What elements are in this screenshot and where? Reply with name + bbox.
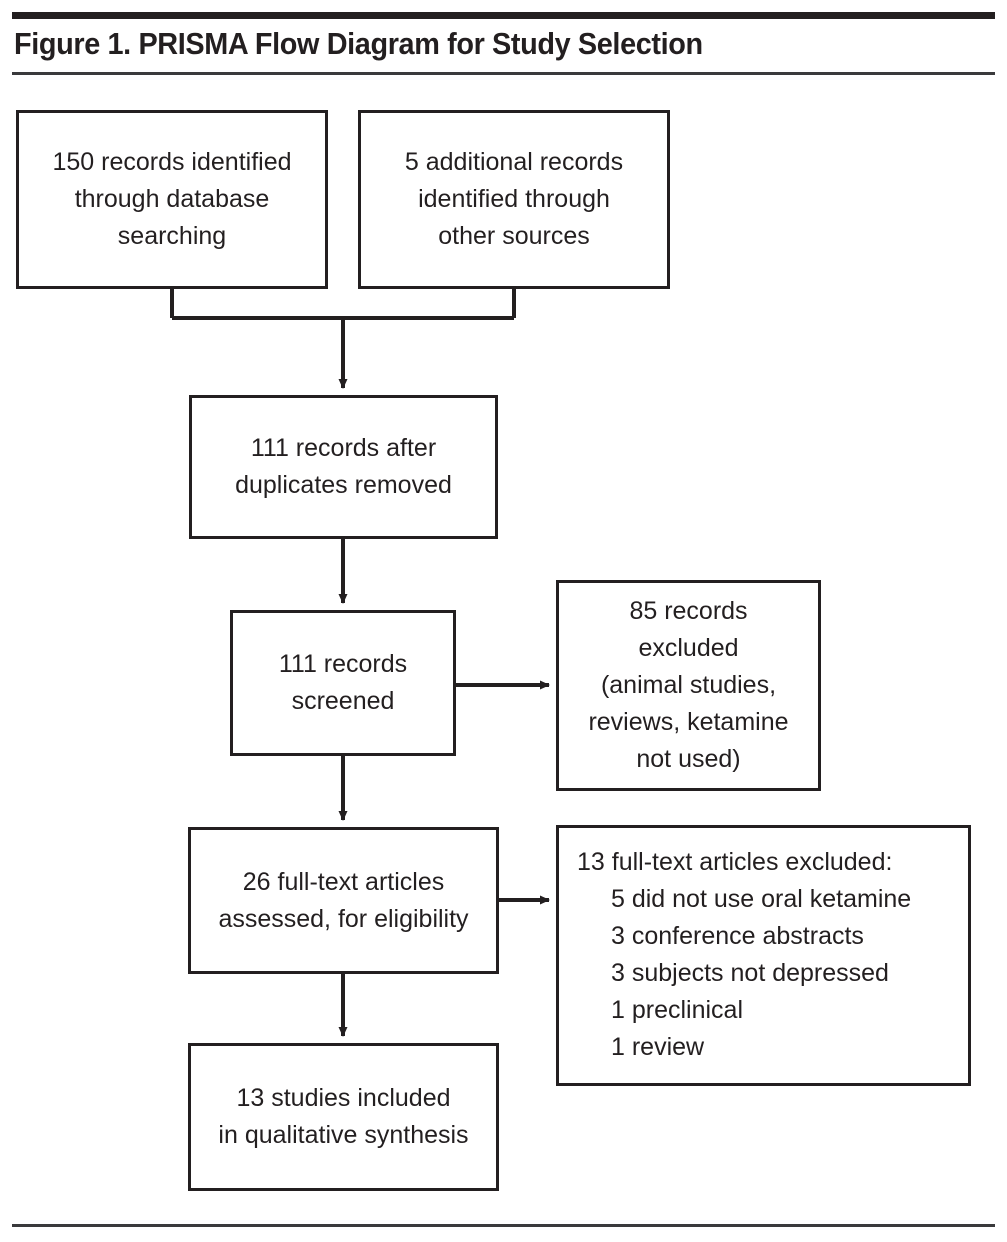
node-records-excluded: 85 records excluded (animal studies, rev… [556,580,821,791]
node-fulltext-articles-excluded: 13 full-text articles excluded: 5 did no… [556,825,971,1086]
fulltext-excluded-item: 1 review [611,1033,705,1061]
node-included-line2: in qualitative synthesis [218,1121,469,1149]
fulltext-excluded-item: 5 did not use oral ketamine [611,885,912,913]
node-dupes-line2: duplicates removed [235,471,452,499]
header-rule-thin [12,72,995,75]
node-db-line2: through database [74,185,270,213]
node-excluded-line2: excluded [638,634,739,662]
node-db-line3: searching [117,222,227,250]
node-excluded-line1: 85 records [629,597,748,625]
node-db-line1: 150 records identified [52,148,292,176]
node-excluded-line4: reviews, ketamine [588,708,789,736]
page-title: Figure 1. PRISMA Flow Diagram for Study … [14,26,703,61]
node-fulltext-articles-assessed: 26 full-text articles assessed, for elig… [188,827,499,974]
node-other-line1: 5 additional records [404,148,624,176]
node-excluded-line3: (animal studies, [600,671,777,699]
node-records-after-duplicates-removed: 111 records after duplicates removed [189,395,498,539]
node-records-screened: 111 records screened [230,610,456,756]
header-rule-thick [12,12,995,19]
node-included-line1: 13 studies included [236,1084,451,1112]
fulltext-excluded-heading: 13 full-text articles excluded: [577,848,893,876]
node-other-line3: other sources [438,222,590,250]
node-screened-line1: 111 records [278,650,408,678]
fulltext-excluded-item: 3 conference abstracts [611,922,864,950]
node-records-identified-database: 150 records identified through database … [16,110,328,289]
node-excluded-line5: not used) [636,745,741,773]
footer-rule [12,1224,995,1227]
node-other-line2: identified through [418,185,610,213]
node-dupes-line1: 111 records after [250,434,437,462]
fulltext-excluded-list: 5 did not use oral ketamine 3 conference … [577,881,958,1066]
node-screened-line2: screened [291,687,395,715]
node-records-identified-other-sources: 5 additional records identified through … [358,110,670,289]
node-studies-included: 13 studies included in qualitative synth… [188,1043,499,1191]
fulltext-excluded-item: 1 preclinical [611,996,744,1024]
node-fulltext-line1: 26 full-text articles [242,867,445,896]
fulltext-excluded-item: 3 subjects not depressed [611,959,889,987]
node-fulltext-line2: assessed, for eligibility [218,904,469,933]
